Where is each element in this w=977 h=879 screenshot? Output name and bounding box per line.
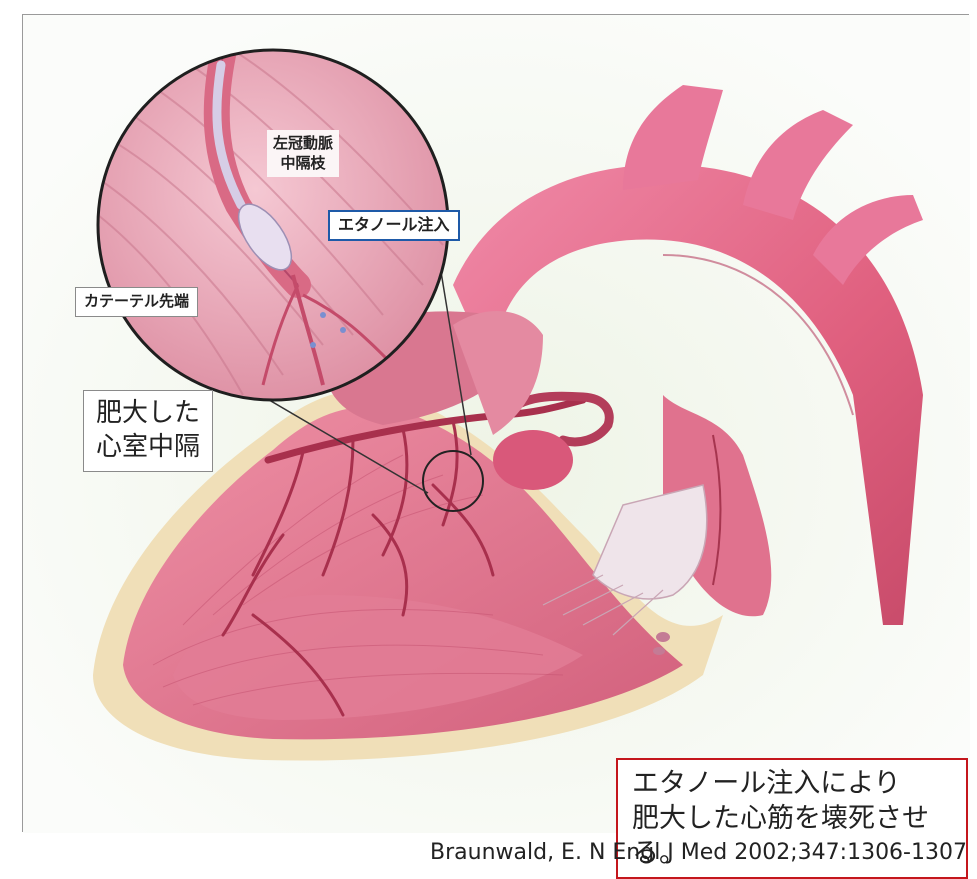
label-ethanol-injection: エタノール注入 (328, 210, 460, 241)
label-line: 中隔枝 (273, 154, 333, 174)
label-line: 心室中隔 (96, 431, 200, 465)
citation: Braunwald, E. N Engl J Med 2002;347:1306… (430, 840, 967, 865)
label-catheter-tip: カテーテル先端 (75, 287, 198, 317)
label-line: エタノール注入により (632, 766, 952, 801)
label-line: 肥大した (96, 397, 200, 431)
label-line: 左冠動脈 (273, 134, 333, 154)
figure-frame: 肥大した 心室中隔 左冠動脈 中隔枝 エタノール注入 カテーテル先端 エタノール… (22, 14, 969, 832)
label-septal-branch: 左冠動脈 中隔枝 (267, 130, 339, 177)
label-hypertrophied-septum: 肥大した 心室中隔 (83, 390, 213, 472)
